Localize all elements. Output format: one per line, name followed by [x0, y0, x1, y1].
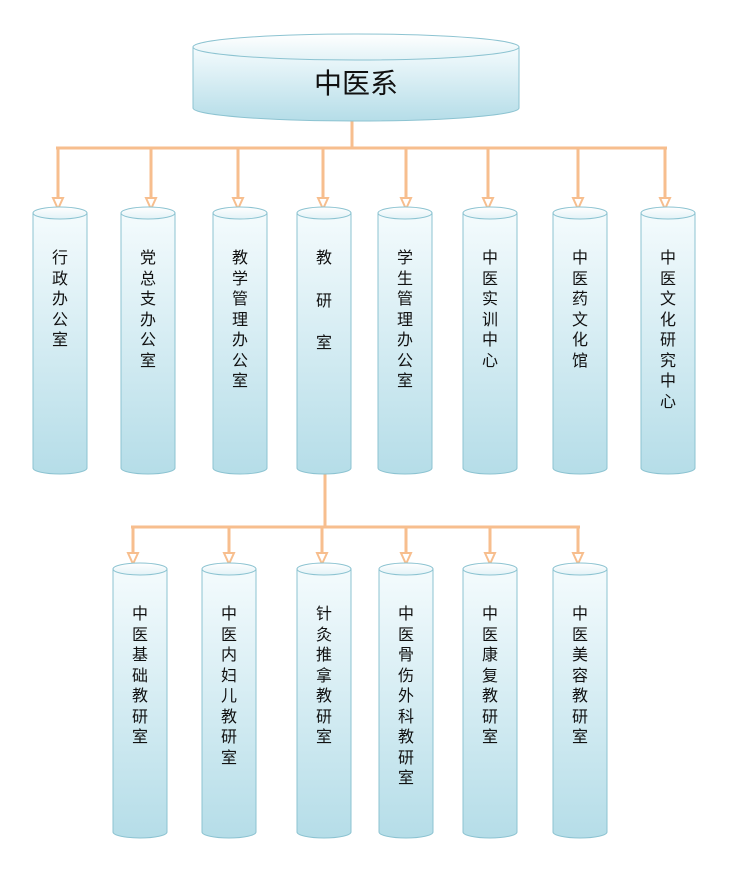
department-node-2-body [212, 212, 268, 475]
root-node-top [192, 33, 520, 61]
department-node-2 [212, 206, 268, 475]
department-node-6-body [552, 212, 608, 475]
teaching-section-node-2-top [296, 562, 352, 576]
department-node-7 [640, 206, 696, 475]
teaching-section-label-1: 中医内妇儿教研室 [220, 604, 237, 767]
level2-arrow-2-head [315, 552, 329, 567]
department-node-1-body [120, 212, 176, 475]
level1-arrow-6 [571, 148, 585, 212]
department-node-7-top [640, 206, 696, 220]
level1-arrow-5-head [481, 197, 495, 212]
teaching-section-node-2-body [296, 568, 352, 839]
department-label-6: 中医药文化馆 [571, 248, 588, 370]
level2-arrow-4 [483, 527, 497, 567]
department-label-4: 学生管理办公室 [396, 248, 413, 390]
department-node-3-body [296, 212, 352, 475]
level1-arrow-3 [316, 148, 330, 212]
department-node-2-top [212, 206, 268, 220]
level1-arrow-6-head [571, 197, 585, 212]
level2-arrow-1-head [222, 552, 236, 567]
department-node-5-body [462, 212, 518, 475]
teaching-section-node-0 [112, 562, 168, 839]
department-label-7: 中医文化研究中心 [659, 248, 676, 411]
teaching-section-node-2 [296, 562, 352, 839]
root-node-label: 中医系 [313, 67, 398, 100]
department-label-2: 教学管理办公室 [231, 248, 248, 390]
teaching-section-label-3: 中医骨伤外科教研室 [397, 604, 414, 787]
level1-arrow-0 [51, 148, 65, 212]
department-node-0 [32, 206, 88, 475]
department-label-1: 党总支办公室 [139, 248, 156, 370]
level1-arrow-7-head [658, 197, 672, 212]
teaching-section-node-0-top [112, 562, 168, 576]
teaching-section-node-4-body [462, 568, 518, 839]
level1-arrow-0-head [51, 197, 65, 212]
connector-lines [51, 121, 672, 567]
department-node-5-top [462, 206, 518, 220]
teaching-section-label-0: 中医基础教研室 [131, 604, 148, 746]
level1-arrow-3-head [316, 197, 330, 212]
teaching-section-node-5 [552, 562, 608, 839]
department-node-1 [120, 206, 176, 475]
teaching-section-node-0-body [112, 568, 168, 839]
teaching-section-node-3 [378, 562, 434, 839]
teaching-section-node-3-body [378, 568, 434, 839]
level1-arrow-5 [481, 148, 495, 212]
level2-arrow-1 [222, 527, 236, 567]
department-node-4-top [377, 206, 433, 220]
teaching-section-node-4 [462, 562, 518, 839]
department-node-1-top [120, 206, 176, 220]
department-label-0: 行政办公室 [51, 248, 68, 349]
level2-arrow-4-head [483, 552, 497, 567]
teaching-section-label-2: 针灸推拿教研室 [315, 604, 332, 746]
root-node [192, 33, 520, 122]
department-node-4-body [377, 212, 433, 475]
teaching-section-node-5-top [552, 562, 608, 576]
department-node-6 [552, 206, 608, 475]
level1-arrow-4 [399, 148, 413, 212]
level2-arrow-0 [126, 527, 140, 567]
teaching-section-node-1-top [201, 562, 257, 576]
level2-arrow-5-head [571, 552, 585, 567]
teaching-section-node-4-top [462, 562, 518, 576]
department-node-3 [296, 206, 352, 475]
department-node-0-body [32, 212, 88, 475]
department-node-7-body [640, 212, 696, 475]
level2-arrow-3-head [399, 552, 413, 567]
level1-arrow-1 [144, 148, 158, 212]
level1-arrow-2-head [231, 197, 245, 212]
department-label-5: 中医实训中心 [481, 248, 498, 370]
level2-arrow-0-head [126, 552, 140, 567]
department-node-0-top [32, 206, 88, 220]
teaching-section-node-3-top [378, 562, 434, 576]
teaching-section-node-1 [201, 562, 257, 839]
department-node-4 [377, 206, 433, 475]
root-node-body [192, 46, 520, 122]
level1-arrow-4-head [399, 197, 413, 212]
teaching-section-node-5-body [552, 568, 608, 839]
teaching-section-node-1-body [201, 568, 257, 839]
department-node-3-top [296, 206, 352, 220]
department-label-3: 教 研 室 [315, 248, 332, 352]
department-node-6-top [552, 206, 608, 220]
level2-arrow-3 [399, 527, 413, 567]
level2-arrow-2 [315, 527, 329, 567]
level1-arrow-2 [231, 148, 245, 212]
department-node-5 [462, 206, 518, 475]
level2-arrow-5 [571, 527, 585, 567]
teaching-section-label-5: 中医美容教研室 [571, 604, 588, 746]
node-shapes [32, 33, 696, 839]
level1-arrow-7 [658, 148, 672, 212]
level1-arrow-1-head [144, 197, 158, 212]
teaching-section-label-4: 中医康复教研室 [481, 604, 498, 746]
